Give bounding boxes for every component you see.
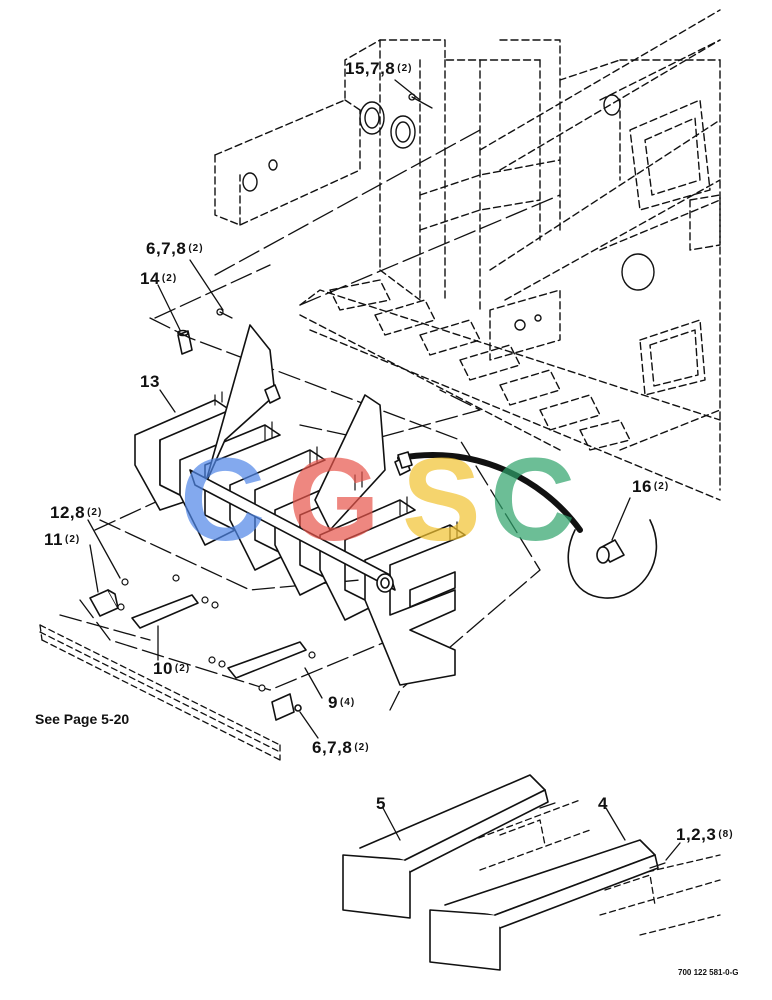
- callout-9: 9(4): [328, 693, 356, 712]
- part-5-guard: [342, 774, 549, 919]
- watermark-letter-c1: C: [180, 434, 265, 566]
- part-4-guard: [429, 839, 659, 971]
- callout-10: 10(2): [153, 659, 191, 678]
- cgsc-watermark: C G S C: [180, 434, 575, 566]
- part-9-strap: [227, 641, 307, 679]
- part-13-guard-assembly: [134, 324, 466, 686]
- see-page-note: See Page 5-20: [35, 711, 130, 727]
- callout-13: 13: [140, 372, 160, 391]
- callout-6-7-8-top: 6,7,8(2): [146, 239, 204, 258]
- part-14-spacer: [177, 329, 193, 355]
- part-6-bolt-top: [216, 308, 233, 319]
- watermark-letter-c2: C: [490, 434, 575, 566]
- leader-lines: [87, 79, 681, 861]
- part-10-strap: [131, 594, 199, 629]
- drawing-number: 700 122 581-0-G: [678, 968, 739, 977]
- part-16-detail: [397, 451, 658, 599]
- callout-1-2-3: 1,2,3(8): [676, 825, 734, 844]
- guard-slots: [214, 391, 458, 541]
- watermark-letter-s: S: [402, 434, 481, 566]
- callout-12-8: 12,8(2): [50, 503, 103, 522]
- frame-holes: [242, 94, 655, 331]
- rail-phantom: [39, 624, 281, 761]
- callout-5: 5: [376, 794, 386, 813]
- bottom-bolts: [539, 802, 666, 869]
- callout-15-7-8: 15,7,8(2): [345, 59, 413, 78]
- watermark-letter-g: G: [288, 434, 380, 566]
- callout-14: 14(2): [140, 269, 178, 288]
- frame-phantom: [214, 9, 721, 501]
- callout-16: 16(2): [632, 477, 670, 496]
- callout-6-7-8-bottom: 6,7,8(2): [312, 738, 370, 757]
- hardware-washers: [117, 574, 316, 692]
- callout-4: 4: [598, 794, 608, 813]
- part-11-block: [89, 589, 119, 617]
- part-6-bolt-bottom: [271, 693, 302, 721]
- callout-11: 11(2): [44, 530, 81, 549]
